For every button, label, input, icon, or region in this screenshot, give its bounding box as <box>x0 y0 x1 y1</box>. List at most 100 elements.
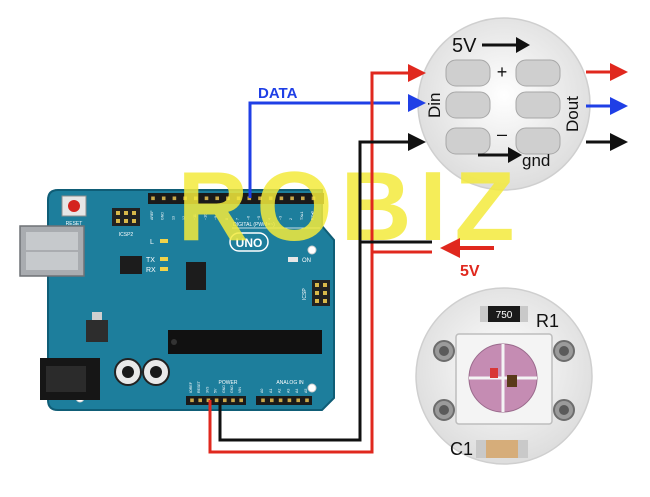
power-pin-label: VIN <box>238 387 242 393</box>
dout-label: Dout <box>563 96 582 132</box>
data-label: DATA <box>258 85 298 102</box>
digital-header <box>148 193 324 204</box>
plus-label: + <box>497 62 508 82</box>
digital-pin <box>301 196 305 201</box>
digital-pin-label: 7 <box>236 218 240 220</box>
ground-wire-black <box>218 140 412 442</box>
watermark-text: ROBIZ <box>178 151 523 261</box>
digital-pin-label: RX◂0 <box>311 211 315 220</box>
uno-logo: UNO <box>229 232 269 252</box>
digital-pin-label: ~6 <box>246 216 250 220</box>
power-wire-red <box>208 71 412 454</box>
power-pin <box>190 398 194 403</box>
ground-arrow <box>408 133 426 151</box>
icsp-label: ICSP <box>302 288 308 300</box>
led-l <box>160 239 168 243</box>
digital-pin <box>215 196 219 201</box>
power-header <box>186 396 246 405</box>
power-led <box>288 257 298 262</box>
out-black-arrow <box>610 133 628 151</box>
resistor-value: 750 <box>496 310 513 321</box>
digital-pin-label: ~11 <box>193 214 197 220</box>
voltage-regulator <box>86 320 108 342</box>
icsp2-label: ICSP2 <box>119 232 134 238</box>
capacitor-c1 <box>476 440 528 458</box>
digital-pin-label: ~9 <box>214 216 218 220</box>
out-blue-arrow <box>610 97 628 115</box>
power-pin-label: 3V3 <box>205 387 209 393</box>
analog-pin-label: A2 <box>278 389 282 393</box>
digital-pin <box>311 196 316 201</box>
analog-pin <box>296 398 300 403</box>
r1-label: R1 <box>536 311 559 331</box>
icsp-header <box>312 280 330 306</box>
digital-label: DIGITAL (PWM=~) <box>233 222 275 228</box>
resistor-r1 <box>480 306 528 322</box>
power-pin-label: IOREF <box>189 381 193 393</box>
power-pin <box>198 398 202 403</box>
power-jack <box>40 358 100 400</box>
power-pin <box>231 398 235 403</box>
analog-header <box>256 396 312 405</box>
led-rx <box>160 267 168 271</box>
power-pin-label: RESET <box>197 380 201 393</box>
digital-pin <box>268 196 273 201</box>
analog-pin-label: A3 <box>286 389 290 393</box>
c1-label: C1 <box>450 439 473 459</box>
analog-pin <box>270 398 274 403</box>
digital-pin-label: TX▸1 <box>300 212 304 220</box>
led-tx <box>160 257 168 261</box>
analog-pin-label: A1 <box>269 389 273 393</box>
power-5v-label: 5V <box>460 263 480 280</box>
ws2812-led-package <box>455 333 553 425</box>
reset-label: RESET <box>66 221 83 227</box>
ws2812-board-top-view: 5V + Din Dout – gnd <box>417 17 591 191</box>
digital-pin <box>279 196 284 201</box>
digital-pin <box>183 196 187 201</box>
digital-pin-label: 8 <box>225 218 229 220</box>
digital-pin <box>194 196 198 201</box>
usb-connector <box>19 225 85 277</box>
crystal-chip <box>186 262 206 290</box>
icsp2-header <box>112 208 140 226</box>
digital-pin-label: ~10 <box>204 214 208 220</box>
reset-button[interactable] <box>61 195 87 217</box>
digital-pin-label: 13 <box>171 216 175 220</box>
wire-arrows <box>408 63 628 258</box>
digital-pin-label: 4 <box>268 218 272 220</box>
data-wire <box>248 101 400 198</box>
out-red-arrow <box>610 63 628 81</box>
5v-input-arrow <box>440 238 460 258</box>
digital-pin-label: GND <box>161 212 165 220</box>
power-pin <box>214 398 219 403</box>
power-pin-label: GND <box>230 385 234 393</box>
minus-label: – <box>497 124 507 144</box>
capacitors <box>114 358 170 386</box>
analog-pin-label: A5 <box>304 389 308 393</box>
digital-pin <box>247 196 252 201</box>
power-pin-label: GND <box>222 385 226 393</box>
analog-pin <box>305 398 309 403</box>
digital-pin-label: 2 <box>289 218 293 220</box>
analog-pin-label: A0 <box>260 389 264 393</box>
digital-pin <box>236 196 241 201</box>
on-label: ON <box>302 258 311 264</box>
usb-chip <box>120 256 142 274</box>
digital-pin-label: ~3 <box>278 216 282 220</box>
gnd-label: gnd <box>522 151 550 170</box>
led-rx-label: RX <box>146 267 156 274</box>
digital-pin <box>161 196 166 201</box>
wires <box>208 70 610 454</box>
power-label: POWER <box>219 380 238 386</box>
digital-pin-label: AREF <box>150 210 154 220</box>
led-tx-label: TX <box>146 257 155 264</box>
digital-pin <box>172 196 177 201</box>
din-label: Din <box>425 92 444 118</box>
digital-pin <box>258 196 262 201</box>
power-pin <box>223 398 227 403</box>
analog-pin <box>278 398 283 403</box>
